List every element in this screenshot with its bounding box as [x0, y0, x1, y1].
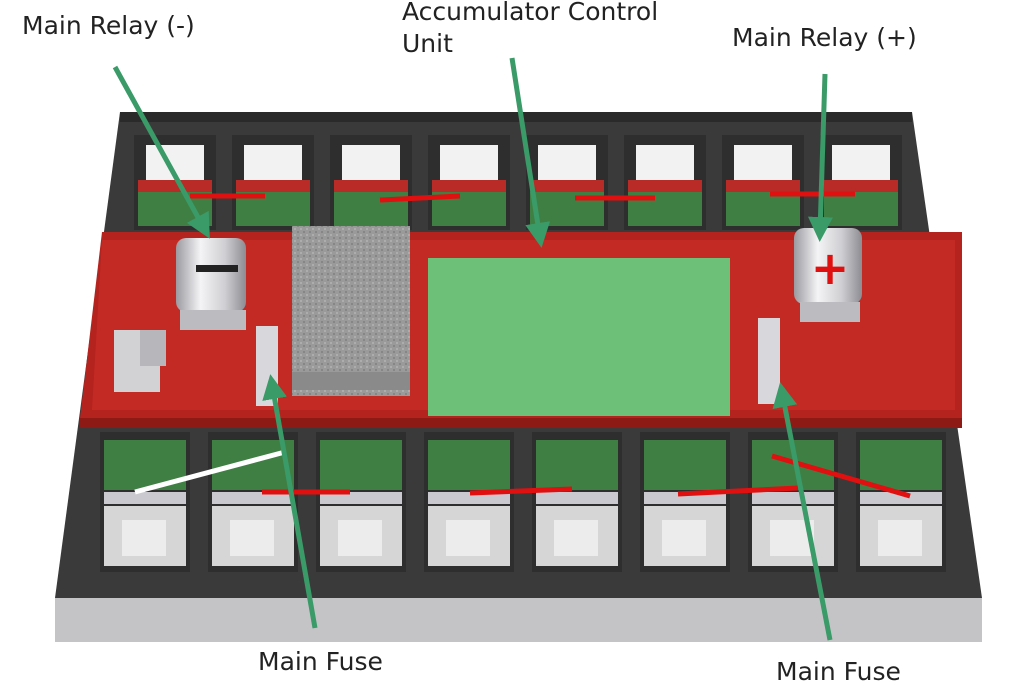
module-t3 [330, 135, 412, 230]
label-main-relay-negative: Main Relay (-) [22, 11, 195, 40]
arrow-fuse-left [262, 374, 318, 629]
module-t8 [820, 135, 902, 230]
module-t7 [722, 135, 804, 230]
module-b6 [640, 432, 730, 572]
module-t1 [134, 135, 216, 230]
fuse-right [758, 318, 780, 404]
module-b4 [424, 432, 514, 572]
precharge-enclosure [292, 226, 410, 396]
arrow-relay-positive [807, 73, 833, 242]
module-t4 [428, 135, 510, 230]
arrow-acu [509, 57, 551, 248]
connector-box [114, 330, 166, 392]
arrow-relay-negative [112, 65, 210, 239]
label-main-fuse-left: Main Fuse [258, 647, 383, 676]
top-interconnects [190, 191, 855, 203]
module-b3 [316, 432, 406, 572]
module-b8 [856, 432, 946, 572]
module-b2 [208, 432, 298, 572]
label-accumulator-control-line2: Unit [402, 29, 453, 58]
relay-negative [176, 238, 246, 330]
accumulator-control-unit [428, 258, 730, 416]
module-b5 [532, 432, 622, 572]
module-t2 [232, 135, 314, 230]
module-b1 [100, 432, 190, 572]
module-t6 [624, 135, 706, 230]
label-main-fuse-right: Main Fuse [776, 657, 901, 686]
arrow-fuse-right [772, 382, 833, 641]
positive-symbol: + [811, 241, 850, 295]
relay-positive [794, 228, 862, 322]
callout-arrows [112, 57, 833, 641]
label-main-relay-positive: Main Relay (+) [732, 23, 917, 52]
top-battery-modules [134, 135, 902, 230]
label-accumulator-control-line1: Accumulator Control [402, 0, 659, 26]
